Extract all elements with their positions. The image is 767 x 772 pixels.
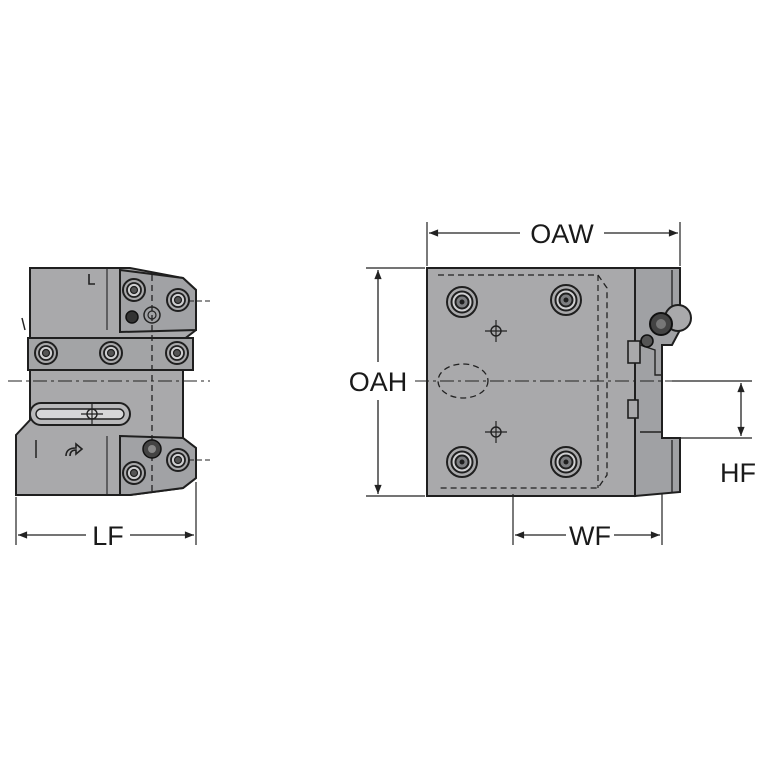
dimension-oaw: OAW [426,219,681,266]
dimension-hf: HF [672,380,756,488]
dimension-oah: OAH [349,267,425,497]
front-view [415,267,700,498]
label-wf: WF [569,521,611,551]
front-view-side-strip [634,267,681,498]
side-view [8,267,210,496]
label-oaw: OAW [530,219,594,249]
dimension-wf: WF [512,494,663,551]
label-lf: LF [92,521,124,551]
label-hf: HF [720,458,756,488]
dimension-lf: LF [15,482,197,551]
label-oah: OAH [349,367,408,397]
